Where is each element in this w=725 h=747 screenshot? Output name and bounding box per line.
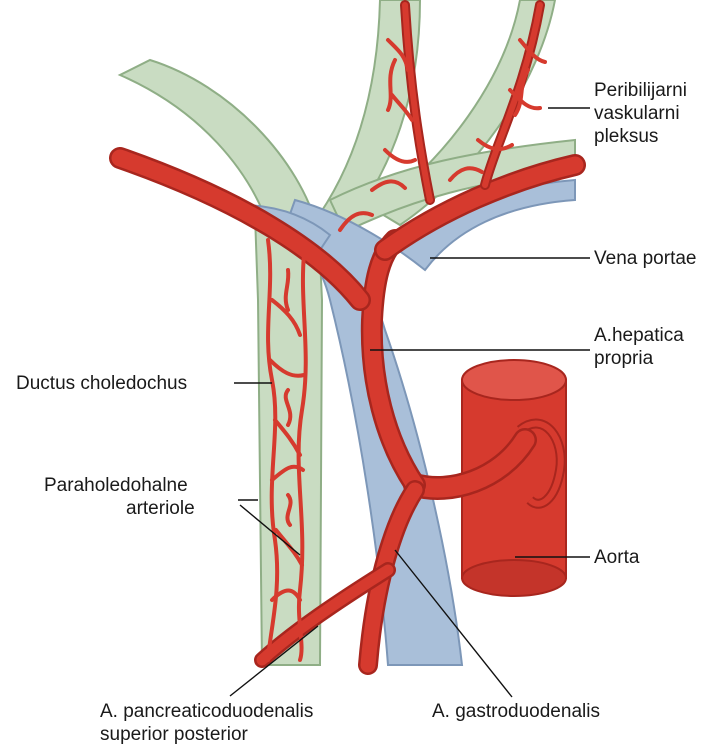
aorta-bottom [462,560,566,596]
label-paraholedohalne-line1: Paraholedohalne [44,475,188,496]
label-ductus-choledochus: Ductus choledochus [16,373,187,394]
label-pancreaticoduodenalis-line2: superior posterior [100,724,249,745]
label-hepatica-propria-line2: propria [594,348,654,369]
aorta-top [462,360,566,400]
label-peribiliary-line1: Peribilijarni [594,80,687,101]
label-peribiliary-line2: vaskularni [594,103,680,124]
label-paraholedohalne-line2: arteriole [126,498,195,519]
plexus-branch [385,150,415,162]
label-pancreaticoduodenalis-line1: A. pancreaticoduodenalis [100,701,313,722]
label-gastroduodenalis: A. gastroduodenalis [432,701,600,722]
label-aorta: Aorta [594,547,640,568]
label-peribiliary-line3: pleksus [594,126,658,147]
label-vena-portae: Vena portae [594,248,696,269]
label-hepatica-propria-line1: A.hepatica [594,325,684,346]
